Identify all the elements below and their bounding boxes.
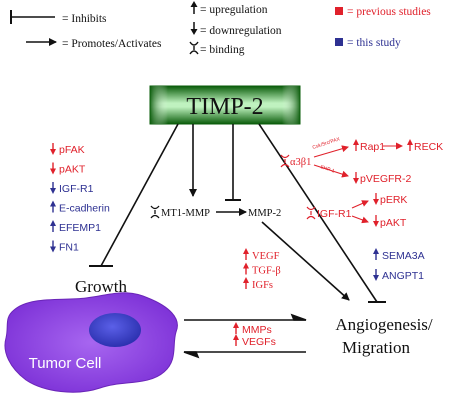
- marker-item: SEMA3A: [373, 248, 425, 262]
- tumor-nucleus: [89, 313, 141, 347]
- marker-label: pFAK: [59, 144, 85, 156]
- previous-studies-swatch: [335, 7, 343, 15]
- legend-previous-studies: = previous studies: [347, 6, 431, 18]
- marker-item: IGF-R1: [50, 182, 94, 195]
- up-arrow-icon: [243, 277, 249, 289]
- marker-item: MMPs: [233, 322, 272, 336]
- growth-label: Growth: [75, 277, 127, 296]
- marker-item: VEGFs: [233, 334, 276, 348]
- up-arrow-icon: [373, 248, 379, 260]
- marker-label: ANGPT1: [382, 270, 424, 282]
- marker-item: pFAK: [50, 143, 85, 156]
- down-arrow-icon: [50, 182, 56, 194]
- igfr1-cluster: IGF-R1 pERK pAKT: [306, 193, 407, 229]
- pathway-edges: [89, 123, 386, 359]
- a3b1-binding-icon: [280, 154, 290, 168]
- marker-item: pAKT: [50, 162, 86, 176]
- pvegfr2-down-arrow-icon: [353, 172, 359, 184]
- marker-label: IGF-R1: [59, 183, 94, 195]
- down-arrow-icon: [50, 240, 56, 253]
- marker-item: TGF-β: [243, 262, 281, 277]
- marker-label: IGFs: [252, 280, 273, 291]
- marker-item: FN1: [50, 240, 79, 254]
- timp2-inhibits-angiogenesis-edge: [258, 123, 378, 303]
- mmp2-label: MMP-2: [248, 208, 281, 219]
- reck-label: RECK: [414, 141, 443, 153]
- marker-item: ANGPT1: [373, 269, 424, 282]
- marker-item: IGFs: [243, 277, 273, 291]
- legend-upregulation: = upregulation: [200, 4, 268, 16]
- this-study-swatch: [335, 38, 343, 46]
- legend-downregulation: = downregulation: [200, 25, 282, 37]
- a3b1-label: α3β1: [290, 157, 311, 168]
- upregulation-arrow-icon: [190, 1, 198, 14]
- angiogenesis-to-tumor-arrowhead: [183, 351, 200, 359]
- shp1-label: SHP-1: [319, 164, 335, 174]
- a3b1-to-rap1-edge: [313, 145, 349, 158]
- mt1mmp-binding-icon: [150, 205, 160, 219]
- rap1-label: Rap1: [360, 141, 385, 153]
- pvegfr2-label: pVEGFR-2: [360, 173, 412, 185]
- marker-label: E-cadherin: [59, 203, 110, 215]
- migration-label: Migration: [342, 338, 410, 357]
- inhibits-symbol-icon: [10, 10, 55, 24]
- tumor-cell: Tumor Cell: [4, 292, 178, 393]
- legend-promotes: = Promotes/Activates: [62, 38, 162, 50]
- a3b1-to-pvegfr2-edge: [313, 164, 349, 178]
- mmp2-to-angiogenesis-edge: [261, 221, 350, 301]
- timp2-node: TIMP-2: [149, 85, 301, 125]
- legend-inhibits: = Inhibits: [62, 13, 107, 25]
- down-arrow-icon: [50, 143, 56, 155]
- up-arrow-icon: [50, 200, 56, 213]
- up-arrow-icon: [233, 322, 239, 334]
- perk-label: pERK: [380, 194, 407, 206]
- angiogenesis-marker-list: SEMA3A ANGPT1: [373, 248, 425, 282]
- tumor-cell-label: Tumor Cell: [29, 355, 102, 372]
- legend: = Inhibits = Promotes/Activates = upregu…: [10, 1, 431, 56]
- marker-label: EFEMP1: [59, 222, 101, 234]
- up-arrow-icon: [233, 334, 239, 346]
- igfr1-to-pakt-edge: [351, 215, 369, 224]
- marker-item: VEGF: [243, 248, 280, 262]
- binding-symbol-icon: [189, 41, 199, 55]
- csk-src-pax-label: Csk/Src/PAX: [312, 136, 342, 151]
- tumor-cell-body: [4, 292, 178, 393]
- marker-label: pAKT: [59, 164, 86, 176]
- up-arrow-icon: [243, 262, 249, 275]
- marker-label: VEGF: [252, 251, 280, 262]
- down-arrow-icon: [50, 162, 56, 175]
- igfr1-mid-label: IGF-R1: [317, 208, 352, 220]
- marker-label: FN1: [59, 242, 79, 254]
- mt1mmp-label: MT1-MMP: [161, 208, 210, 219]
- marker-label: VEGFs: [242, 336, 276, 348]
- pakt-right-label: pAKT: [380, 217, 407, 229]
- up-arrow-icon: [50, 220, 56, 232]
- rap1-up-arrow-icon: [353, 139, 359, 151]
- reck-up-arrow-icon: [407, 139, 413, 151]
- igfr1-to-perk-edge: [351, 200, 369, 209]
- legend-this-study: = this study: [347, 37, 401, 49]
- marker-label: TGF-β: [252, 266, 281, 277]
- a3b1-cluster: α3β1 Csk/Src/PAX SHP-1 Rap1 RECK pVEGFR-…: [280, 136, 443, 185]
- igfr1-binding-icon: [306, 206, 316, 220]
- angiogenesis-label: Angiogenesis/: [335, 315, 433, 334]
- timp2-inhibits-growth-edge: [100, 123, 179, 267]
- tumor-to-angiogenesis-arrowhead: [290, 313, 307, 321]
- downregulation-arrow-icon: [190, 22, 198, 35]
- pakt-right-down-arrow-icon: [373, 215, 379, 227]
- marker-label: MMPs: [242, 324, 272, 336]
- marker-item: EFEMP1: [50, 220, 101, 234]
- perk-down-arrow-icon: [373, 193, 379, 205]
- down-arrow-icon: [373, 269, 379, 281]
- marker-item: E-cadherin: [50, 200, 110, 215]
- timp2-label: TIMP-2: [186, 94, 263, 120]
- marker-label: SEMA3A: [382, 250, 425, 262]
- up-arrow-icon: [243, 248, 249, 260]
- legend-binding: = binding: [200, 44, 245, 56]
